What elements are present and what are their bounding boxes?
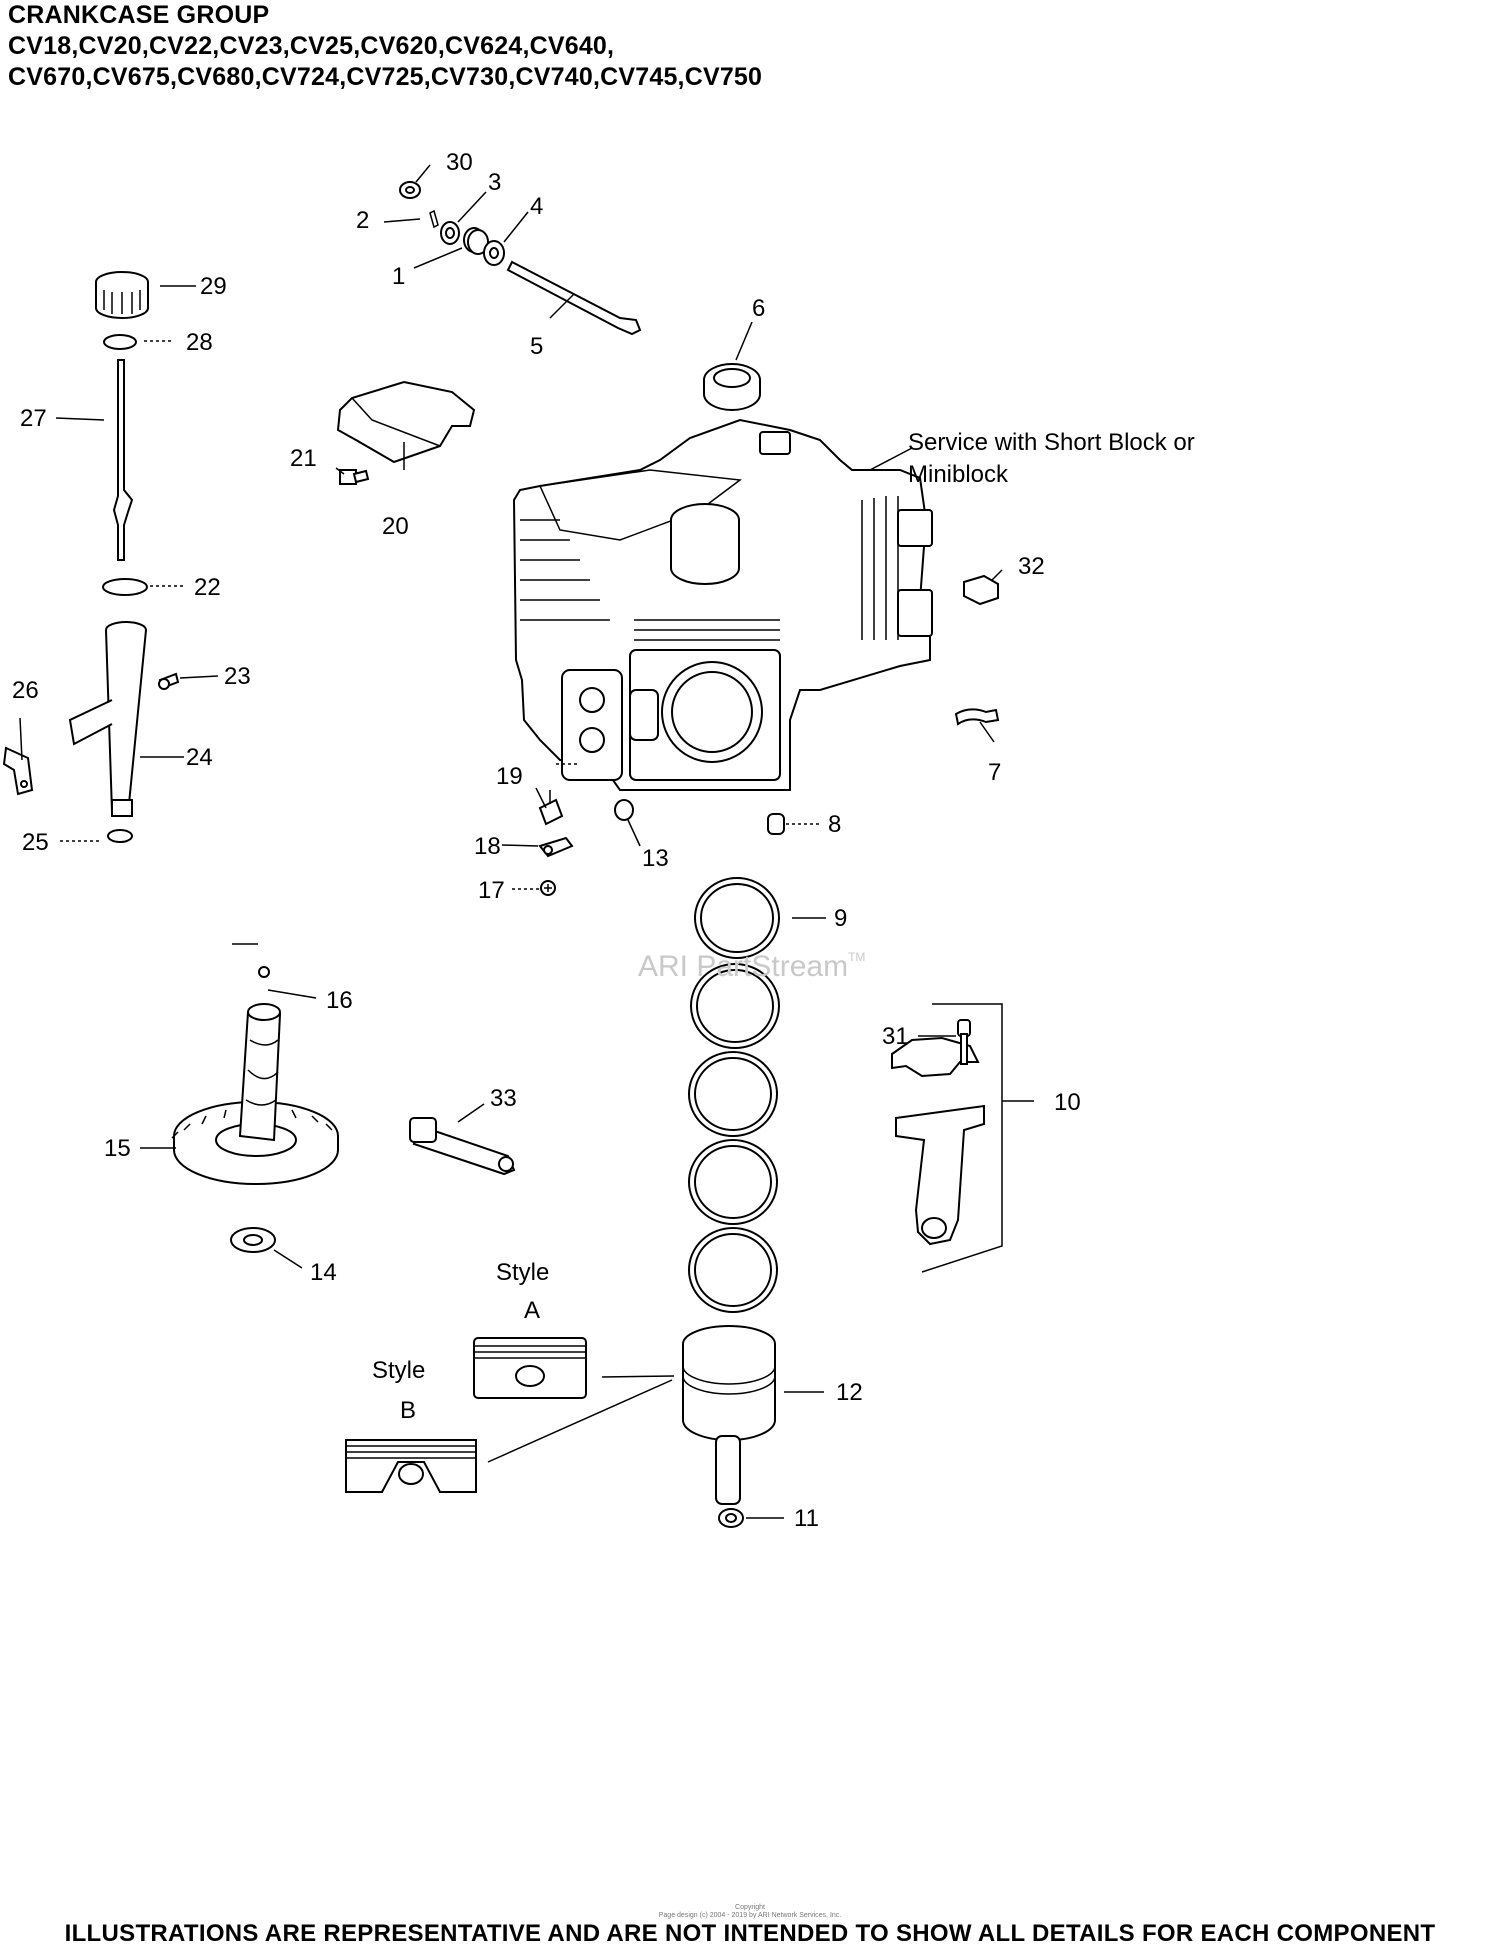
part-18-clip — [538, 836, 574, 858]
model-list-line-1: CV18,CV20,CV22,CV23,CV25,CV620,CV624,CV6… — [8, 32, 615, 60]
style-a-piston — [473, 1337, 587, 1399]
part-23-screw — [158, 672, 180, 690]
callout-14: 14 — [310, 1259, 337, 1286]
part-17-screw — [540, 880, 556, 896]
part-27-dipstick — [112, 359, 134, 561]
style-b-label: Style — [372, 1357, 425, 1384]
disclaimer-footer: ILLUSTRATIONS ARE REPRESENTATIVE AND ARE… — [64, 1920, 1436, 1947]
part-30-washer — [399, 181, 421, 199]
callout-23: 23 — [224, 663, 251, 690]
callout-22: 22 — [194, 574, 221, 601]
callout-29: 29 — [200, 273, 227, 300]
part-32-plug — [963, 574, 999, 606]
part-8-plug — [767, 813, 785, 835]
part-9-piston-rings — [688, 877, 780, 1313]
service-note-line-1: Service with Short Block or — [908, 429, 1195, 456]
callout-10: 10 — [1054, 1089, 1081, 1116]
callout-8: 8 — [828, 811, 841, 838]
callout-6: 6 — [752, 295, 765, 322]
callout-21: 21 — [290, 445, 317, 472]
style-b-piston — [345, 1439, 477, 1493]
part-33-shaft — [409, 1117, 516, 1176]
diagram-title: CRANKCASE GROUP — [8, 1, 270, 29]
part-5-governor-shaft — [506, 260, 642, 336]
callout-26: 26 — [12, 677, 39, 704]
copyright-line-1: Copyright — [735, 1904, 765, 1911]
callout-24: 24 — [186, 744, 213, 771]
callout-13: 13 — [642, 845, 669, 872]
model-list-line-2: CV670,CV675,CV680,CV724,CV725,CV730,CV74… — [8, 63, 763, 91]
watermark-text: ARI PartStream — [638, 950, 849, 983]
part-21-screw — [339, 469, 370, 485]
crankcase-block — [512, 418, 933, 791]
callout-12: 12 — [836, 1379, 863, 1406]
part-31-rod-bolt — [957, 1019, 971, 1065]
part-1-bushing — [463, 227, 489, 255]
callout-19: 19 — [496, 763, 523, 790]
callout-7: 7 — [988, 759, 1001, 786]
part-25-o-ring — [107, 829, 133, 843]
callout-30: 30 — [446, 149, 473, 176]
callout-25: 25 — [22, 829, 49, 856]
part-29-dipstick-cap — [95, 271, 149, 319]
callout-3: 3 — [488, 169, 501, 196]
part-22-o-ring — [102, 578, 148, 596]
callout-32: 32 — [1018, 553, 1045, 580]
style-a-label: Style — [496, 1259, 549, 1286]
copyright-notice: Copyright Page design (c) 2004 - 2019 by… — [560, 1904, 940, 1920]
callout-33: 33 — [490, 1085, 517, 1112]
part-2-pin — [429, 209, 439, 229]
callout-4: 4 — [530, 193, 543, 220]
part-4-seal — [483, 240, 505, 266]
callout-5: 5 — [530, 333, 543, 360]
style-a-letter: A — [524, 1297, 540, 1324]
piston-pin — [715, 1435, 741, 1505]
callout-1: 1 — [392, 263, 405, 290]
part-16-pin — [258, 966, 270, 978]
part-11-retainer — [718, 1508, 744, 1528]
callout-28: 28 — [186, 329, 213, 356]
callout-20: 20 — [382, 513, 409, 540]
part-24-dipstick-tube — [68, 621, 147, 817]
callout-2: 2 — [356, 207, 369, 234]
part-20-shield — [336, 380, 476, 464]
watermark: ARI PartStreamTM — [638, 950, 865, 984]
copyright-line-2: Page design (c) 2004 - 2019 by ARI Netwo… — [658, 1912, 842, 1919]
part-28-o-ring — [103, 334, 137, 350]
diagram-header: CRANKCASE GROUP CV18,CV20,CV22,CV23,CV25… — [8, 0, 762, 93]
callout-9: 9 — [834, 905, 847, 932]
style-b-letter: B — [400, 1397, 416, 1424]
part-3-spacer — [440, 221, 460, 245]
leader-lines — [19, 164, 1034, 1519]
callout-31: 31 — [882, 1023, 909, 1050]
callout-17: 17 — [478, 877, 505, 904]
callout-16: 16 — [326, 987, 353, 1014]
callout-27: 27 — [20, 405, 47, 432]
callout-15: 15 — [104, 1135, 131, 1162]
callouts: 30 3 2 4 1 5 6 29 28 27 22 23 26 24 25 2… — [12, 149, 1081, 1532]
part-7-breather-tube — [954, 708, 1000, 726]
trademark-mark: TM — [848, 950, 866, 964]
callout-18: 18 — [474, 833, 501, 860]
part-13-plug — [614, 799, 634, 821]
part-10-connecting-rod — [891, 1036, 985, 1246]
callout-11: 11 — [794, 1505, 819, 1532]
part-14-washer — [230, 1227, 276, 1253]
part-26-bracket — [2, 746, 34, 796]
part-6-oil-seal — [703, 363, 761, 411]
part-12-piston — [682, 1325, 776, 1441]
service-note-line-2: Miniblock — [908, 461, 1009, 488]
part-15-camshaft — [171, 1003, 339, 1185]
